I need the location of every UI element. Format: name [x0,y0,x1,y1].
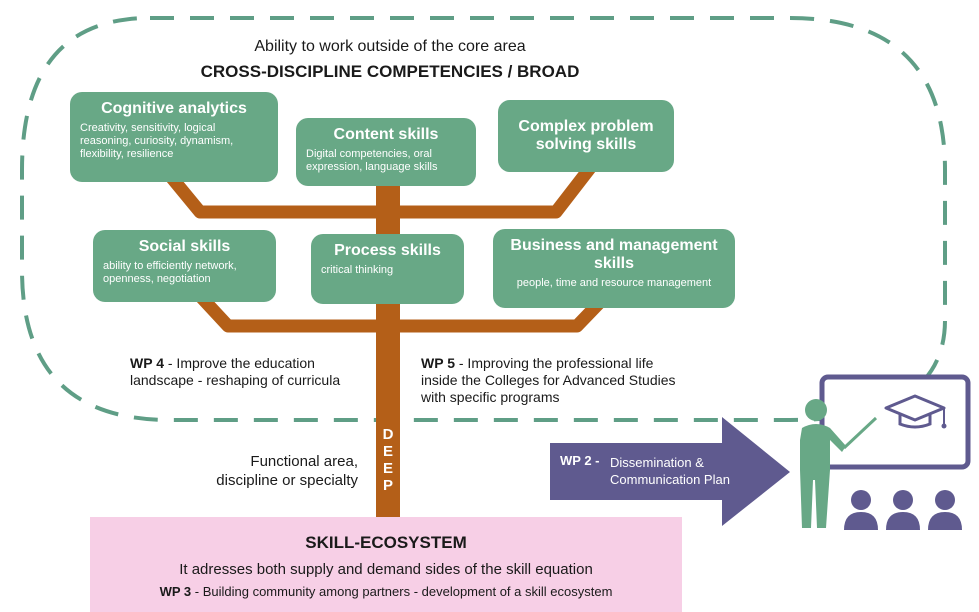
audience-icon [844,490,962,530]
skill-ecosystem-panel: SKILL-ECOSYSTEM It adresses both supply … [90,517,682,612]
wp3-label: WP 3 [159,584,192,599]
deep-label: D E E P [376,426,400,494]
box-social-skills: Social skills ability to efficiently net… [93,230,276,302]
wp2-line-2: Communication Plan [610,472,730,487]
wp5-description: - Improving the professional life inside… [421,355,676,405]
box-title: Process skills [334,242,441,259]
ecosystem-title: SKILL-ECOSYSTEM [305,533,467,552]
functional-area-text: Functional area, discipline or specialty [180,452,358,490]
broad-subtitle: Ability to work outside of the core area [254,38,526,55]
wp5-label: WP 5 [421,355,455,371]
wp2-line-1: Dissemination & [610,455,704,470]
box-business-management: Business and management skills people, t… [493,229,735,308]
box-title: Business and management skills [510,237,718,272]
deep-letter: P [382,477,393,494]
presenter-icon [800,374,971,528]
deep-letter: D [382,426,394,443]
box-process-skills: Process skills critical thinking [311,234,464,304]
box-title: Cognitive analytics [101,100,247,117]
wp4-description: - Improve the education landscape - resh… [130,355,341,388]
box-desc: ability to efficiently network, openness… [103,260,237,285]
ecosystem-wp3: WP 3 - Building community among partners… [90,584,682,599]
box-cognitive-analytics: Cognitive analytics Creativity, sensitiv… [70,92,278,182]
wp2-label: WP 2 - [560,453,600,468]
deep-letter: E [382,443,393,460]
functional-line-1: Functional area, [250,453,358,470]
wp4-text: WP 4 - Improve the education landscape -… [130,355,370,389]
box-desc: Creativity, sensitivity, logical reasoni… [80,122,234,160]
broad-boundary [20,16,947,422]
deep-letter: E [382,460,393,477]
wp4-label: WP 4 [130,355,164,371]
box-desc: people, time and resource management [516,277,712,289]
box-desc: Digital competencies, oral expression, l… [306,148,438,173]
wp3-description: - Building community among partners - de… [191,584,613,599]
box-desc: critical thinking [321,264,394,276]
lower-branch [195,291,611,333]
box-title: Content skills [333,126,439,143]
broad-title: CROSS-DISCIPLINE COMPETENCIES / BROAD [200,62,580,81]
box-title: Social skills [138,238,231,255]
functional-line-2: discipline or specialty [216,472,358,489]
wp5-text: WP 5 - Improving the professional life i… [421,355,683,406]
wp2-arrow [550,417,790,526]
box-complex-problem-solving: Complex problem solving skills [498,100,674,172]
ecosystem-subtitle: It adresses both supply and demand sides… [179,561,593,578]
graduation-cap-icon [884,394,947,429]
box-title: Complex problem solving skills [518,118,654,153]
box-content-skills: Content skills Digital competencies, ora… [296,118,476,186]
wp2-text: Dissemination & Communication Plan [610,454,730,488]
